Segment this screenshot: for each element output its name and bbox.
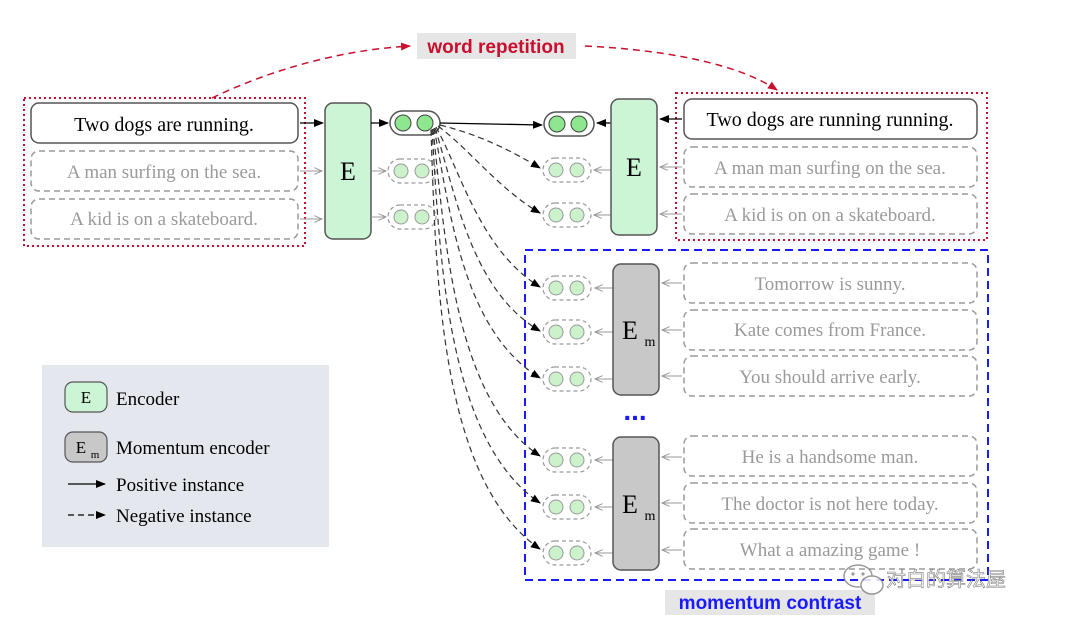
legend-positive: Positive instance	[68, 475, 244, 496]
svg-text:E: E	[626, 153, 642, 182]
momentum-encoder-2: E m	[612, 436, 660, 571]
svg-text:A man surfing on the sea.: A man surfing on the sea.	[67, 162, 261, 183]
left-sentence-2: A man surfing on the sea.	[30, 150, 299, 192]
svg-text:A kid is on on a skateboard.: A kid is on on a skateboard.	[724, 205, 936, 226]
node-left-anchor	[389, 110, 441, 136]
momentum-node-2	[542, 319, 592, 345]
svg-text:A man man surfing on the sea.: A man man surfing on the sea.	[714, 158, 946, 179]
momentum-node-1	[542, 275, 592, 301]
word-repetition-arrow-left	[211, 42, 411, 99]
momentum-sentence-3: You should arrive early.	[683, 355, 978, 397]
wechat-icon	[843, 564, 884, 595]
encoder-right: E	[610, 98, 658, 236]
momentum-node-6	[542, 540, 592, 566]
negative-arrows	[430, 124, 541, 550]
svg-text:E: E	[76, 438, 86, 457]
legend-momentum-encoder: E m Momentum encoder	[64, 431, 270, 463]
legend: E Encoder E m Momentum encoder Positive …	[42, 365, 329, 547]
momentum-encoder-1: E m	[612, 263, 660, 396]
momentum-node-3	[542, 366, 592, 392]
svg-text:m: m	[645, 335, 656, 350]
svg-text:E: E	[81, 388, 91, 407]
svg-text:E: E	[340, 157, 356, 186]
svg-text:The doctor is not here today.: The doctor is not here today.	[721, 494, 938, 515]
right-sentence-1: Two dogs are running running.	[683, 98, 978, 140]
svg-text:A kid is on a skateboard.: A kid is on a skateboard.	[70, 209, 258, 230]
svg-text:Two dogs are running.: Two dogs are running.	[74, 114, 254, 136]
momentum-node-5	[542, 494, 592, 520]
word-repetition-arrow-right	[584, 45, 778, 91]
right-sentence-2: A man man surfing on the sea.	[683, 146, 978, 188]
svg-text:Encoder: Encoder	[116, 389, 180, 410]
momentum-sentence-6: What a amazing game !	[683, 528, 978, 570]
momentum-sentence-2: Kate comes from France.	[683, 309, 978, 351]
left-sentence-1: Two dogs are running.	[30, 102, 299, 144]
node-right-positive	[543, 111, 595, 137]
momentum-node-4	[542, 447, 592, 473]
svg-text:m: m	[91, 449, 100, 461]
svg-text:Momentum encoder: Momentum encoder	[116, 438, 270, 459]
momentum-group-border	[524, 249, 989, 581]
svg-text:momentum contrast: momentum contrast	[679, 593, 862, 614]
momentum-sentence-5: The doctor is not here today.	[683, 482, 978, 524]
watermark: 对白的算法屋	[843, 564, 1006, 595]
momentum-sentence-1: Tomorrow is sunny.	[683, 262, 978, 304]
encoder-left: E	[324, 102, 372, 240]
svg-text:word repetition: word repetition	[426, 37, 564, 58]
right-sentence-group-border	[675, 92, 988, 241]
legend-encoder: E Encoder	[64, 381, 180, 413]
node-right-2	[542, 157, 592, 183]
svg-text:He is a handsome man.: He is a handsome man.	[742, 447, 919, 468]
node-left-2	[387, 158, 437, 184]
svg-text:Positive instance: Positive instance	[116, 475, 244, 496]
svg-text:E: E	[622, 490, 638, 519]
svg-text:对白的算法屋: 对白的算法屋	[886, 568, 1006, 591]
momentum-sentence-4: He is a handsome man.	[683, 435, 978, 477]
svg-text:You should arrive early.: You should arrive early.	[739, 367, 921, 388]
word-repetition-title: word repetition	[417, 33, 576, 59]
svg-text:m: m	[645, 509, 656, 524]
positive-arrow	[439, 120, 543, 129]
node-right-3	[542, 202, 592, 228]
momentum-contrast-title: momentum contrast	[665, 590, 875, 615]
node-left-3	[387, 204, 437, 230]
svg-text:Negative instance: Negative instance	[116, 506, 252, 527]
left-sentence-group-border	[23, 97, 306, 247]
svg-text:What a amazing game !: What a amazing game !	[740, 540, 920, 561]
svg-text:E: E	[622, 316, 638, 345]
legend-negative: Negative instance	[68, 506, 252, 527]
right-sentence-3: A kid is on on a skateboard.	[683, 193, 978, 235]
left-sentence-3: A kid is on a skateboard.	[30, 198, 299, 240]
ellipsis: ...	[623, 395, 646, 426]
svg-text:Kate comes from France.: Kate comes from France.	[734, 320, 926, 341]
svg-text:Tomorrow is sunny.: Tomorrow is sunny.	[754, 274, 905, 295]
svg-text:Two dogs are running running.: Two dogs are running running.	[707, 109, 954, 131]
